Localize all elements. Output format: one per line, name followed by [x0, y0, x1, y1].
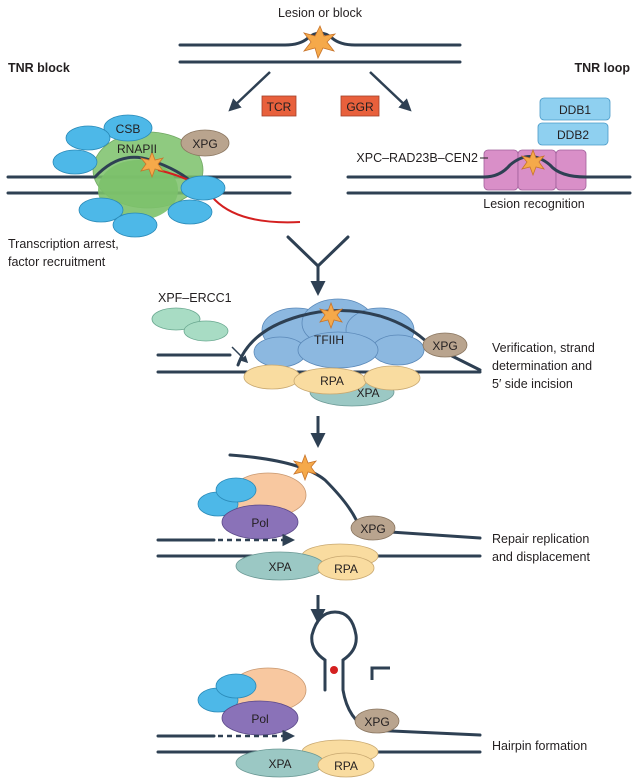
tcr-xpg-ellipse [180, 129, 230, 157]
replication-xpg-ellipse [350, 515, 396, 541]
merge-arrow [286, 235, 350, 296]
verification-caption-2: determination and [492, 359, 592, 373]
ggr-caption: Lesion recognition [483, 197, 585, 211]
replication-xpg-label: XPG [360, 522, 385, 536]
ggr-arrow [369, 71, 412, 112]
xpc-block-1 [483, 149, 519, 191]
hairpin-strand [310, 610, 482, 737]
replication-rpa-label: RPA [334, 562, 358, 576]
tcr-box [261, 95, 297, 117]
tcr-lesion-star-icon [139, 150, 165, 179]
title-label: Lesion or block [278, 6, 363, 20]
replication-caption-2: and displacement [492, 550, 591, 564]
replication-pol-ellipse [221, 504, 299, 540]
right-header: TNR loop [574, 61, 630, 75]
replication-caption-1: Repair replication [492, 532, 589, 546]
csb-ellipse [103, 114, 153, 142]
tcr-caption-1: Transcription arrest, [8, 237, 119, 251]
rnapii-label: RNAPII [117, 142, 157, 156]
hairpin-rpa-label: RPA [334, 759, 358, 773]
verification-caption-1: Verification, strand [492, 341, 595, 355]
hairpin-pol-label: Pol [251, 712, 268, 726]
tcr-xpg-label: XPG [192, 137, 217, 151]
verification-xpa-label: XPA [356, 386, 379, 400]
verification-rpa-label: RPA [320, 374, 344, 388]
inhibition-bar-icon [370, 666, 390, 680]
hairpin-xpa-label: XPA [268, 757, 291, 771]
replication-xpa-label: XPA [268, 560, 291, 574]
tcr-panel: CSB RNAPII XPG Transcription arrest, fac… [6, 114, 301, 269]
verification-xpg-ellipse [422, 332, 468, 358]
hairpin-xpg-ellipse [354, 708, 400, 734]
ddb2-box [537, 122, 609, 146]
verification-lesion-star-icon [318, 301, 344, 330]
tfiih-label: TFIIH [314, 333, 344, 347]
rna-transcript [157, 169, 301, 224]
verification-panel: XPF–ERCC1 TFIIH XPG XPA RPA Verification… [151, 291, 595, 407]
left-header: TNR block [8, 61, 70, 75]
ggr-box [340, 95, 380, 117]
hairpin-panel: Pol XPG XPA RPA Hairpin formation [156, 610, 587, 778]
verification-caption-3: 5′ side incision [492, 377, 573, 391]
hairpin-xpg-label: XPG [364, 715, 389, 729]
ggr-label: GGR [346, 100, 374, 114]
replication-panel: Pol XPG XPA RPA Repair replication and d… [156, 453, 591, 581]
replication-pol-label: Pol [251, 516, 268, 530]
ggr-lesion-star-icon [520, 148, 546, 177]
tcr-arrow [228, 71, 271, 112]
tcr-caption-2: factor recruitment [8, 255, 106, 269]
ggr-panel: DDB1 DDB2 XPC–RAD23B–CEN2 Lesion recogni… [346, 97, 632, 211]
tcr-label: TCR [267, 100, 292, 114]
lesion-star-icon [302, 25, 337, 60]
ddb2-label: DDB2 [557, 128, 589, 142]
xpc-block-3 [555, 149, 587, 191]
hairpin-caption: Hairpin formation [492, 739, 587, 753]
xpf-label: XPF–ERCC1 [158, 291, 232, 305]
verification-xpg-label: XPG [432, 339, 457, 353]
xpf-ellipse-2 [183, 320, 229, 342]
csb-label: CSB [116, 122, 141, 136]
xpf-ellipse-1 [151, 307, 201, 331]
xpc-label: XPC–RAD23B–CEN2 [356, 151, 478, 165]
replication-lesion-star-icon [292, 453, 318, 482]
hairpin-red-dot [330, 666, 338, 674]
ddb1-label: DDB1 [559, 103, 591, 117]
hairpin-pol-ellipse [221, 700, 299, 736]
ddb1-box [539, 97, 611, 121]
